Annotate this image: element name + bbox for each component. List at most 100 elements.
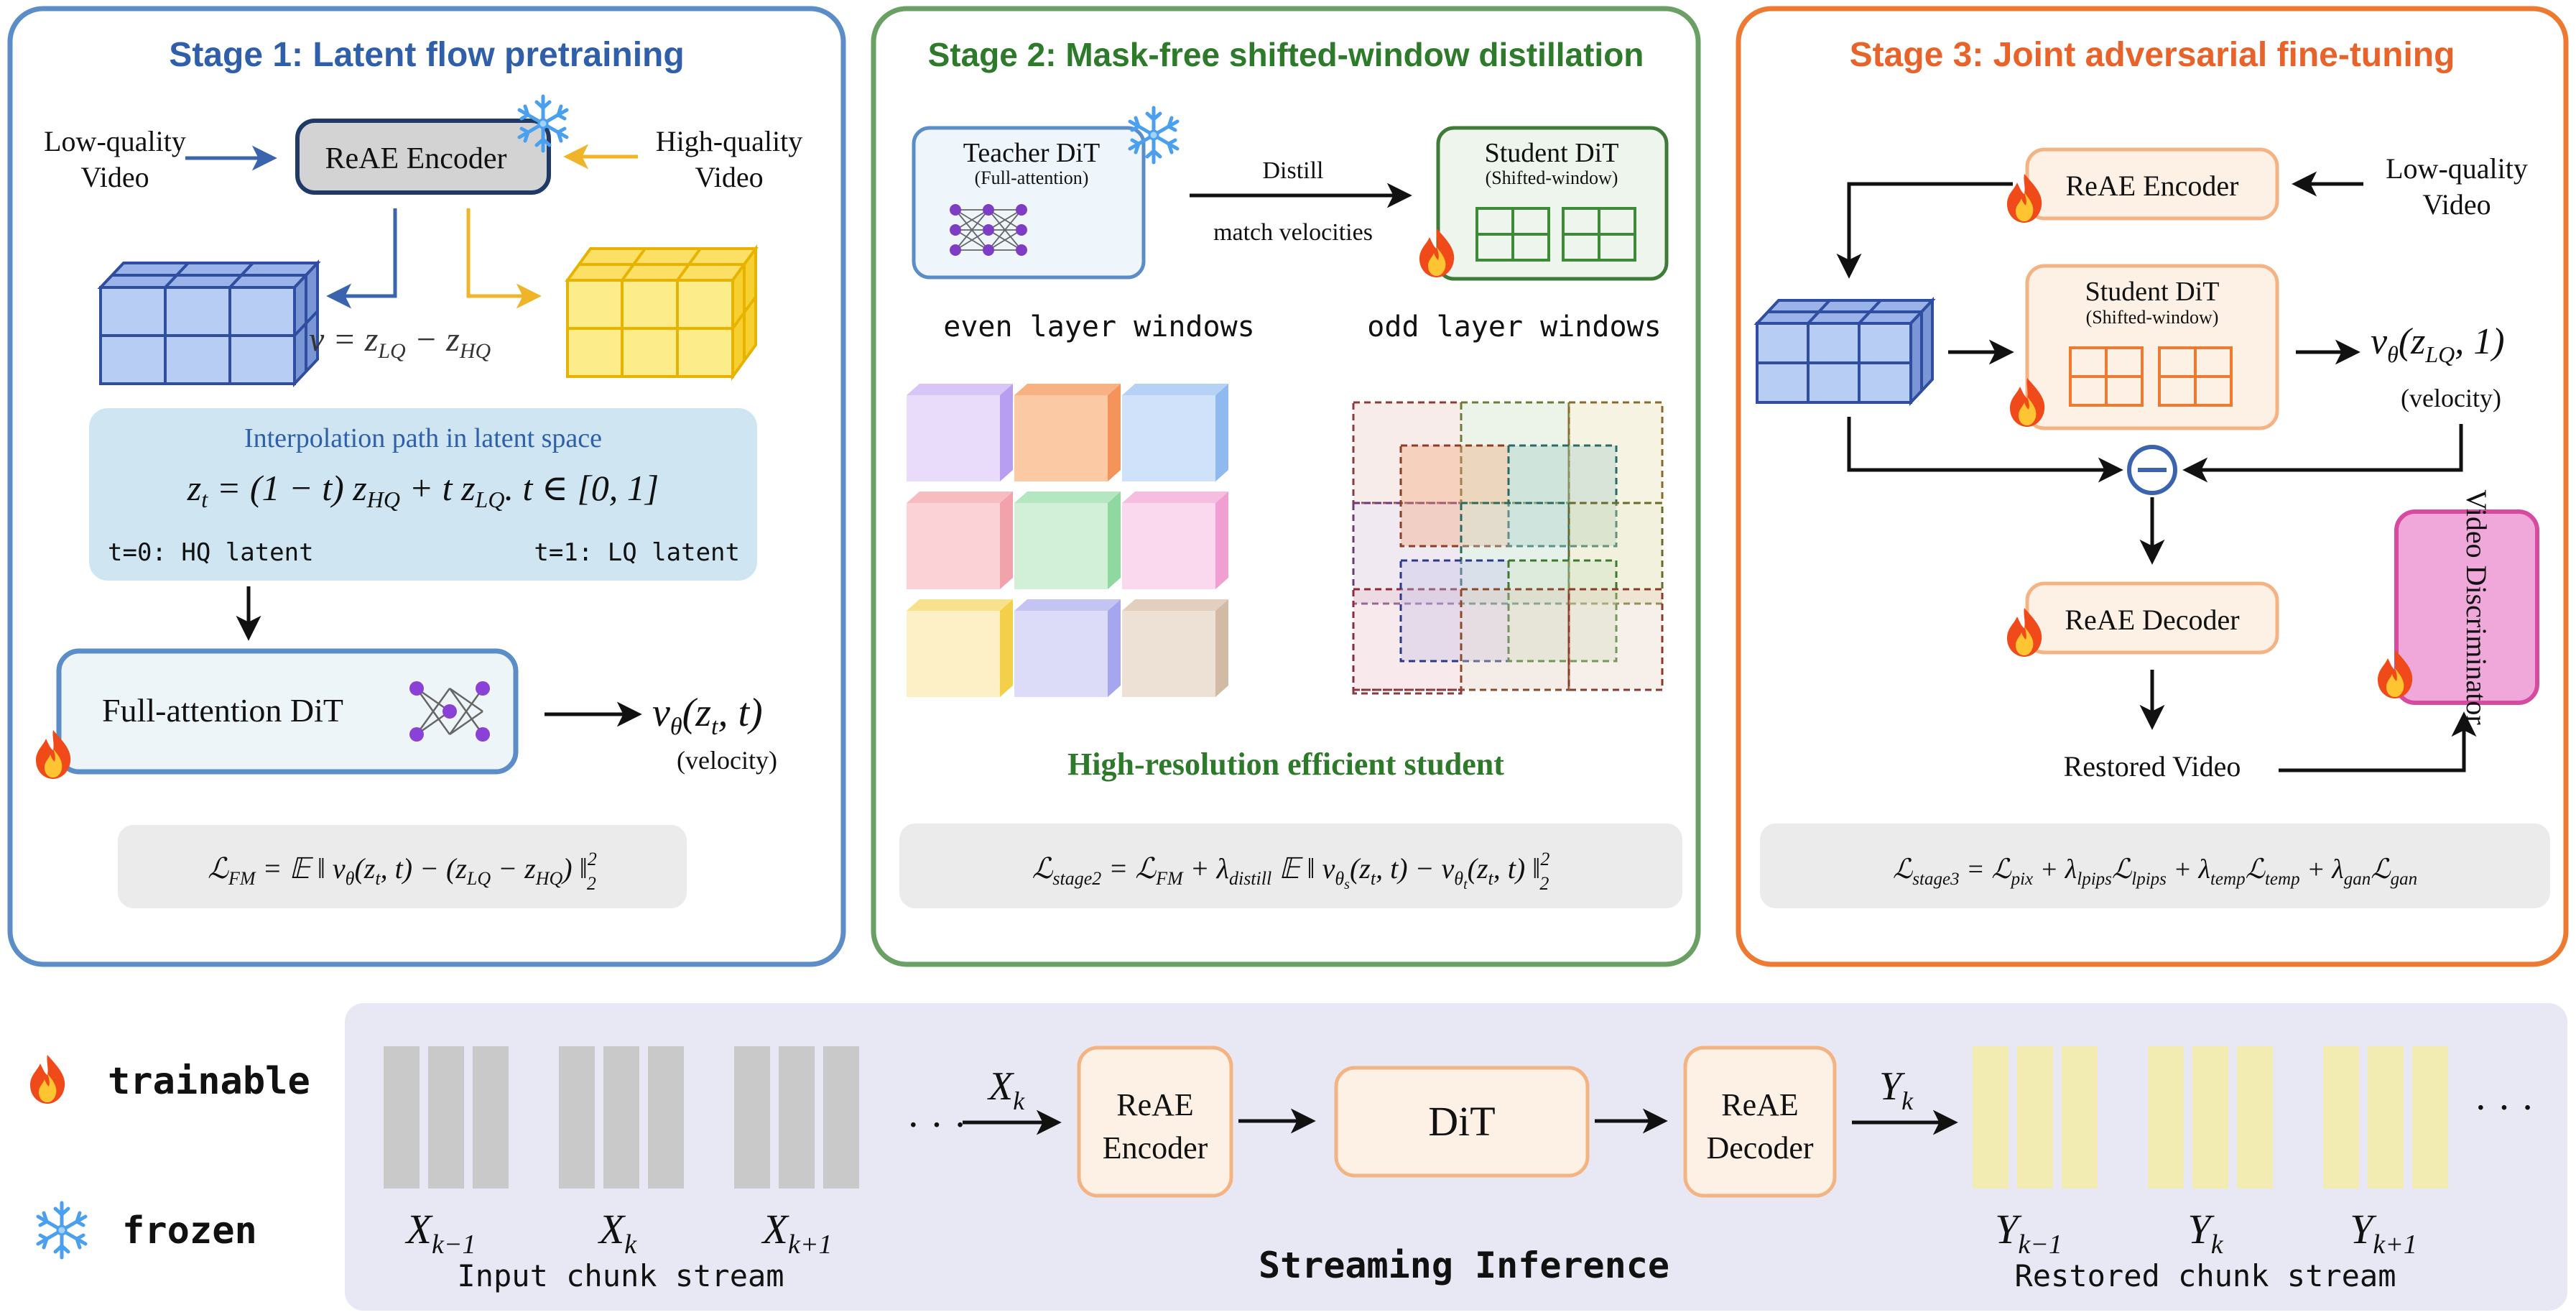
odd-window-grid (1352, 401, 1664, 695)
input-chunk-caption: Input chunk stream (457, 1258, 784, 1293)
legend-flame-icon (30, 1055, 65, 1104)
stage3-title: Stage 3: Joint adversarial fine-tuning (1850, 36, 2455, 74)
stage2-student-subtitle: (Shifted-window) (1486, 167, 1618, 188)
yk-label: Yk (1879, 1064, 1914, 1115)
stage2-panel: Stage 2: Mask-free shifted-window distil… (871, 6, 1701, 967)
stage2-student-dit-box (1436, 126, 1669, 281)
stage3-shifted-window-icon (2069, 346, 2233, 407)
stage3-decoder-label: ReAE Decoder (2065, 604, 2239, 636)
restored-chunk-stream (1973, 1046, 2448, 1189)
stage1-lq-label-line2: Video (80, 161, 149, 193)
stage2-loss-box (899, 823, 1682, 908)
stage3-student-title: Student DiT (2085, 277, 2220, 307)
chunk-frame (603, 1046, 639, 1189)
chunk-frame (1973, 1046, 2009, 1189)
legend-snowflake-icon (38, 1203, 85, 1258)
chunk-frame (2412, 1046, 2448, 1189)
stage3-loss-equation: ℒstage3 = ℒpix + λlpipsℒlpips + λtempℒte… (1893, 854, 2417, 889)
stage1-encoder-label: ReAE Encoder (325, 142, 506, 175)
arrow-encoder-to-hq-latent (466, 208, 542, 309)
chunk-frame (779, 1046, 815, 1189)
stage1-velocity-note: (velocity) (677, 746, 777, 775)
stage1-panel: Stage 1: Latent flow pretraining Low-qua… (7, 6, 846, 967)
output-label-k: Yk (2187, 1206, 2223, 1260)
stage1-velocity-equation: v = zLQ − zHQ (309, 320, 491, 363)
full-attention-dit-box (56, 648, 519, 775)
arrow-latent-to-subtract (1847, 417, 2123, 483)
full-attention-dit-label: Full-attention DiT (102, 692, 343, 729)
odd-layer-windows-label: odd layer windows (1367, 310, 1661, 343)
match-velocities-label: match velocities (1213, 219, 1373, 246)
chunk-frame (734, 1046, 770, 1189)
stage1-output-velocity: vθ(zt, t) (652, 691, 763, 740)
stage1-hq-label-line2: Video (695, 161, 763, 193)
video-discriminator-label: Video Discriminator (2460, 489, 2493, 725)
output-chunk-caption: Restored chunk stream (2014, 1258, 2396, 1293)
chunk-frame (2148, 1046, 2184, 1189)
stream-encoder-box (1077, 1046, 1233, 1198)
chunk-frame (648, 1046, 684, 1189)
stage2-student-title: Student DiT (1485, 138, 1619, 168)
stream-decoder-line2: Decoder (1706, 1130, 1813, 1166)
stream-encoder-line2: Encoder (1103, 1130, 1208, 1166)
legend: trainable frozen (30, 1055, 310, 1258)
stage2-loss-equation: ℒstage2 = ℒFM + λdistill 𝔼 ‖ vθs(zt, t) … (1032, 849, 1550, 894)
stage3-panel: Stage 3: Joint adversarial fine-tuning R… (1736, 6, 2569, 967)
stage3-velocity-note: (velocity) (2401, 384, 2501, 412)
shifted-window-icon (1475, 207, 1636, 262)
lq-latent-cube-icon (97, 259, 321, 388)
stage3-student-subtitle: (Shifted-window) (2086, 307, 2219, 328)
chunk-frame (428, 1046, 464, 1189)
even-layer-windows-label: even layer windows (943, 310, 1254, 343)
streaming-inference-panel: · · · Xk ReAE Encoder DiT ReAE Decoder Y… (345, 1003, 2567, 1311)
arrow-encoder-to-lq-latent (326, 208, 397, 309)
restored-video-label: Restored Video (2064, 750, 2241, 783)
chunk-frame (473, 1046, 509, 1189)
input-label-k: Xk (598, 1206, 637, 1260)
stage1-loss-box (118, 825, 687, 908)
output-label-k-minus-1: Yk−1 (1995, 1206, 2062, 1260)
distill-label: Distill (1262, 157, 1323, 184)
chunk-frame (2323, 1046, 2359, 1189)
stage2-title: Stage 2: Mask-free shifted-window distil… (928, 36, 1644, 73)
chunk-frame (2017, 1046, 2053, 1189)
legend-trainable-label: trainable (108, 1060, 310, 1103)
stage1-lq-label-line1: Low-quality (44, 125, 186, 157)
even-window-grid (907, 384, 1228, 697)
stage3-output-velocity: νθ(zLQ, 1) (2371, 321, 2505, 367)
t0-hq-latent-label: t=0: HQ latent (108, 538, 314, 567)
video-discriminator-box (2394, 509, 2539, 705)
chunk-frame (823, 1046, 859, 1189)
input-label-k-minus-1: Xk−1 (405, 1206, 476, 1260)
arrow-encoder-to-latent (1836, 182, 2013, 279)
stream-dit-label: DiT (1428, 1098, 1495, 1145)
stream-decoder-box (1683, 1046, 1837, 1198)
stage3-lq-label-line2: Video (2422, 188, 2491, 221)
stage3-encoder-label: ReAE Encoder (2065, 170, 2238, 202)
efficient-student-caption: High-resolution efficient student (1067, 747, 1504, 782)
chunk-frame (2062, 1046, 2098, 1189)
stage3-latent-cube-icon (1753, 296, 1936, 407)
t1-lq-latent-label: t=1: LQ latent (534, 538, 740, 567)
input-label-k-plus-1: Xk+1 (761, 1206, 833, 1260)
xk-label: Xk (987, 1064, 1025, 1115)
teacher-dit-subtitle: (Full-attention) (975, 167, 1089, 188)
chunk-frame (2192, 1046, 2228, 1189)
chunk-frame (2237, 1046, 2273, 1189)
output-label-k-plus-1: Yk+1 (2350, 1206, 2417, 1260)
chunk-frame (2368, 1046, 2404, 1189)
stage3-loss-box (1760, 823, 2550, 908)
output-ellipsis: · · · (2474, 1086, 2534, 1130)
chunk-frame (559, 1046, 595, 1189)
stream-encoder-line1: ReAE (1116, 1087, 1194, 1122)
stage3-lq-label-line1: Low-quality (2386, 152, 2528, 185)
interpolation-equation: zt = (1 − t) zHQ + t zLQ. t ∈ [0, 1] (187, 468, 659, 512)
arrow-velocity-to-subtract (2182, 424, 2463, 483)
stage3-student-dit-box (2025, 264, 2279, 430)
teacher-dit-title: Teacher DiT (963, 138, 1100, 168)
interpolation-title: Interpolation path in latent space (244, 423, 602, 453)
arrow-restored-to-discriminator (2279, 711, 2477, 772)
stage1-hq-label-line1: High-quality (656, 125, 802, 157)
